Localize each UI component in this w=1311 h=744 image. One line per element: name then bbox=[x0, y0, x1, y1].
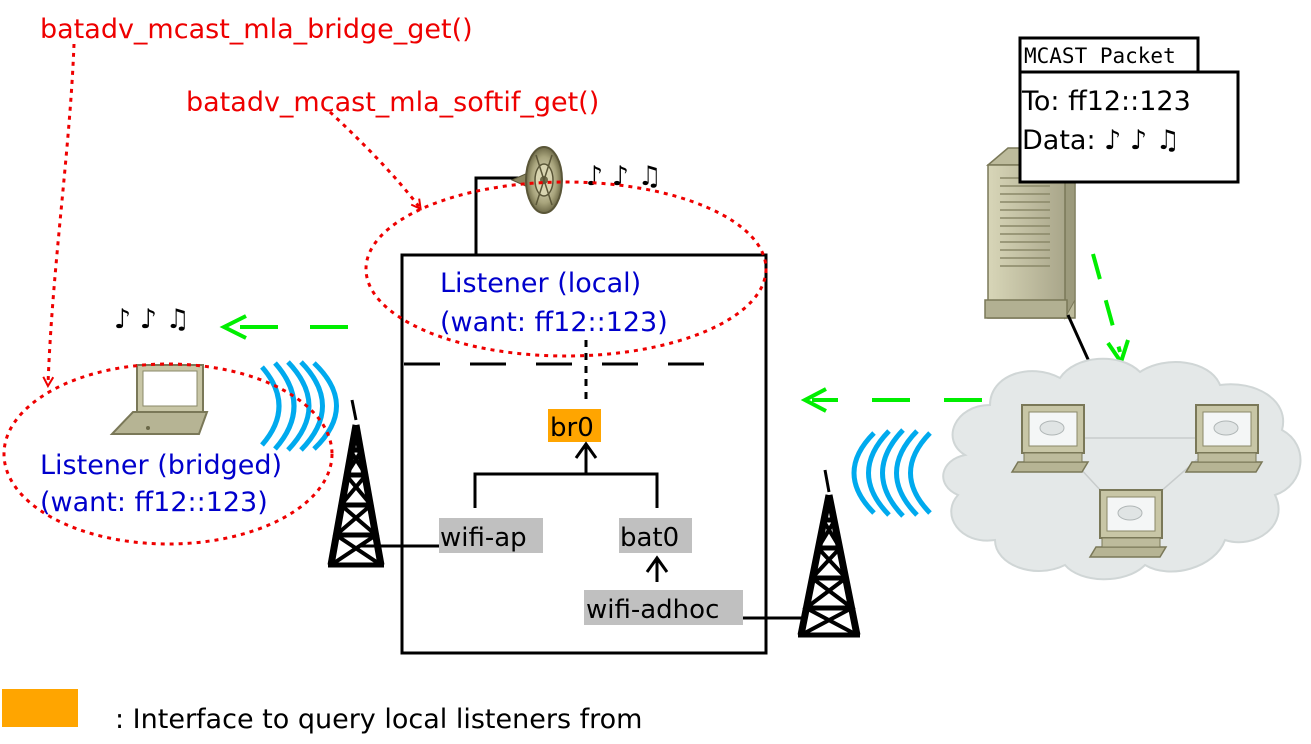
softif-get-label: batadv_mcast_mla_softif_get() bbox=[186, 87, 599, 118]
node-box bbox=[400, 253, 768, 655]
packet-to: To: ff12::123 bbox=[1021, 86, 1191, 117]
bat0-box bbox=[619, 518, 692, 553]
flow-arrow-to-laptop bbox=[219, 314, 348, 340]
local-listener-want: (want: ff12::123) bbox=[440, 307, 668, 338]
bridge-get-pointer bbox=[48, 43, 76, 385]
bridge-get-label: batadv_mcast_mla_bridge_get() bbox=[40, 14, 473, 45]
local-listener-ellipse bbox=[364, 180, 768, 358]
bridged-listener-want: (want: ff12::123) bbox=[40, 487, 268, 518]
bridge-tree-lines bbox=[473, 472, 659, 508]
packet-header-box bbox=[1018, 36, 1200, 74]
laptop-music-notes: ♪ ♪ ♫ bbox=[114, 304, 190, 335]
speaker-music-notes: ♪ ♪ ♫ bbox=[586, 161, 662, 192]
laptop-icon bbox=[109, 364, 209, 435]
br0-label: br0 bbox=[550, 413, 594, 443]
softif-get-pointer bbox=[328, 110, 420, 208]
bridge-up-arrowhead bbox=[574, 441, 598, 459]
speaker-cable bbox=[474, 176, 520, 255]
bridged-listener-title: Listener (bridged) bbox=[40, 450, 282, 481]
packet-header: MCAST Packet bbox=[1024, 44, 1176, 68]
speaker-icon bbox=[510, 146, 563, 214]
radio-tower-icon bbox=[327, 399, 385, 568]
legend-text: : Interface to query local listeners fro… bbox=[115, 704, 642, 735]
br0-box bbox=[548, 409, 601, 442]
flow-arrow-server-to-mesh bbox=[1091, 253, 1130, 367]
adhoc-up-arrowhead bbox=[645, 555, 669, 573]
wifi-adhoc-label: wifi-adhoc bbox=[586, 595, 719, 625]
network-cloud-icon bbox=[942, 357, 1302, 581]
packet-body-box bbox=[1018, 70, 1240, 184]
wireless-waves-icon bbox=[260, 360, 339, 452]
radio-tower-icon bbox=[797, 469, 861, 638]
local-listener-title: Listener (local) bbox=[440, 268, 641, 299]
bat0-label: bat0 bbox=[620, 523, 679, 553]
wireless-waves-icon bbox=[851, 428, 932, 518]
bridged-listener-ellipse bbox=[2, 362, 334, 546]
wifi-ap-label: wifi-ap bbox=[440, 523, 527, 553]
mcast-packet: MCAST Packet To: ff12::123 Data: ♪ ♪ ♫ bbox=[1018, 36, 1240, 184]
legend-swatch bbox=[2, 689, 78, 727]
wifi-ap-box bbox=[439, 518, 543, 553]
flow-arrow-to-node bbox=[800, 387, 982, 413]
packet-data: Data: ♪ ♪ ♫ bbox=[1022, 125, 1180, 156]
wifi-adhoc-box bbox=[584, 590, 743, 625]
